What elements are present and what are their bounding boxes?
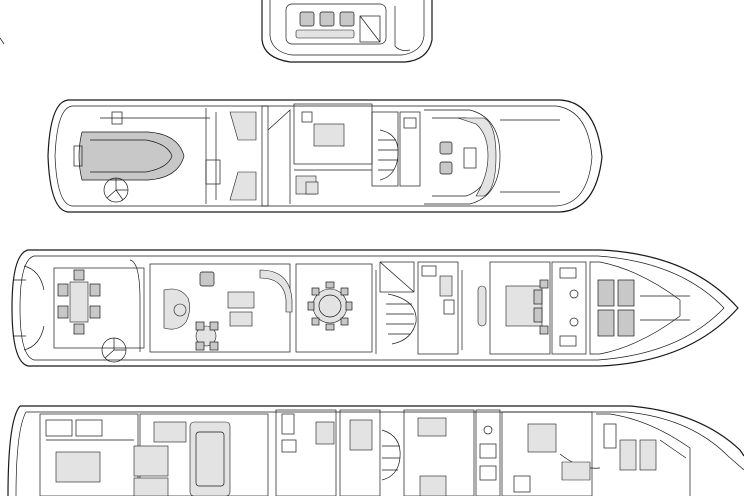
chair bbox=[73, 323, 85, 335]
chair bbox=[73, 269, 85, 281]
dashboard bbox=[457, 117, 497, 197]
sunpad bbox=[597, 309, 615, 337]
crew-bunk bbox=[619, 439, 637, 471]
bed bbox=[419, 475, 447, 496]
bed bbox=[417, 417, 447, 437]
sofa bbox=[227, 291, 255, 309]
engine bbox=[189, 421, 231, 496]
engine bbox=[133, 445, 169, 477]
helm-chair bbox=[439, 141, 453, 155]
vip-bed bbox=[527, 423, 557, 453]
chair bbox=[89, 305, 101, 319]
sunpad bbox=[617, 279, 635, 307]
helm-chair bbox=[439, 161, 453, 175]
sunpad bbox=[617, 309, 635, 337]
aft-sofa bbox=[229, 111, 257, 141]
chair bbox=[89, 283, 101, 297]
sunpad bbox=[597, 279, 615, 307]
aft-dining-table bbox=[69, 281, 89, 323]
game-table bbox=[195, 325, 217, 347]
chair bbox=[57, 305, 69, 319]
bed bbox=[315, 421, 335, 445]
vip-cabin bbox=[501, 411, 593, 496]
flybridge-deck bbox=[261, 0, 433, 63]
aft-sofa bbox=[229, 171, 257, 201]
main-staircase bbox=[387, 293, 417, 345]
lower-staircase bbox=[381, 429, 401, 481]
bed bbox=[349, 419, 373, 451]
master-cabin bbox=[489, 261, 551, 355]
coffee-table bbox=[229, 311, 253, 327]
helm-seat bbox=[299, 11, 315, 27]
column bbox=[477, 285, 487, 327]
helm-seat bbox=[339, 11, 355, 27]
bridge-deck bbox=[47, 99, 603, 213]
armchair bbox=[199, 271, 215, 287]
chair bbox=[57, 283, 69, 297]
guest-cabin bbox=[403, 409, 475, 496]
tender-boat bbox=[78, 131, 185, 181]
crew-bunk bbox=[55, 451, 101, 483]
lower-deck bbox=[7, 405, 744, 496]
dining-room bbox=[295, 263, 373, 353]
helm-seat bbox=[319, 11, 335, 27]
sofa bbox=[313, 123, 345, 147]
crew-bunk bbox=[639, 439, 657, 471]
console bbox=[295, 29, 355, 39]
generator bbox=[153, 421, 187, 443]
guest-cabin bbox=[275, 409, 337, 496]
curved-bench bbox=[259, 269, 293, 313]
staircase bbox=[379, 129, 399, 181]
main-deck bbox=[11, 249, 739, 367]
galley bbox=[417, 261, 459, 355]
